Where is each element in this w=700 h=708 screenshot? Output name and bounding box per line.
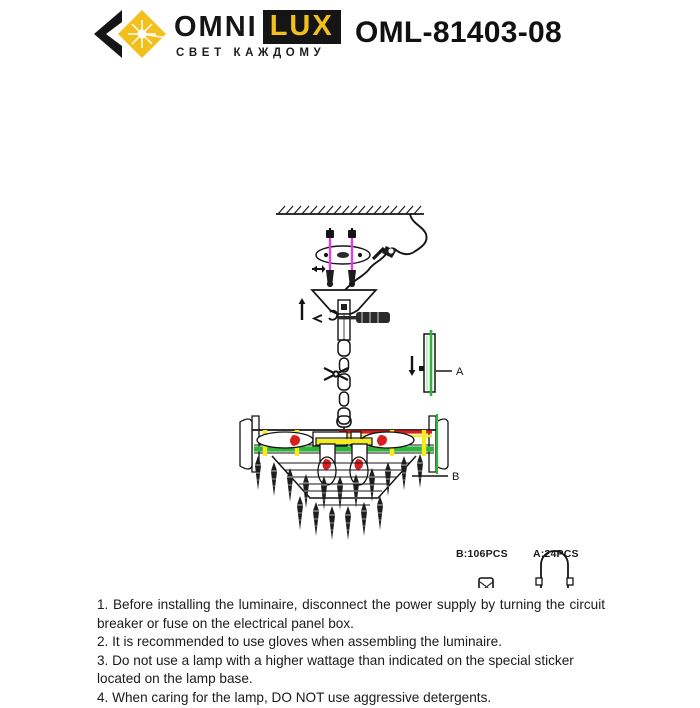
brand-name-lux: LUX <box>269 10 334 42</box>
chandelier-body <box>239 414 449 541</box>
brand-name-omni: OMNI <box>174 10 258 43</box>
wire-tool-marker <box>371 246 386 261</box>
brand-logo: OMNI LUX СВЕТ КАЖДОМУ <box>92 6 341 64</box>
legend-part-b-label: B:106PCS <box>456 548 508 560</box>
legend-part-a-label: A:24PCS <box>533 548 579 560</box>
callout-b-label: B <box>452 471 459 483</box>
page-header: OMNI LUX СВЕТ КАЖДОМУ OML-81403-08 <box>0 0 700 72</box>
lamp-socket-red <box>354 459 363 470</box>
lamp-socket-red <box>322 459 331 470</box>
ceiling-mounting-bracket <box>312 228 371 288</box>
instruction-item: 1. Before installing the luminaire, disc… <box>97 597 605 631</box>
brand-wordmark: OMNI LUX <box>174 10 341 44</box>
ceiling-surface <box>276 205 424 215</box>
omnilux-logo-icon <box>94 10 169 58</box>
legend-part-b-icon <box>478 577 494 588</box>
lamp-socket-red <box>290 435 300 446</box>
model-number: OML-81403-08 <box>355 16 563 49</box>
canopy-direction-arrow <box>298 298 306 320</box>
callout-a-crystal <box>408 330 436 396</box>
suspension-chain <box>337 339 351 425</box>
anchor-direction-arrow <box>312 265 326 273</box>
wire-clamp <box>382 246 396 258</box>
instruction-item: 2. It is recommended to use gloves when … <box>97 634 502 650</box>
pliers-tool <box>323 367 349 381</box>
brand-tagline: СВЕТ КАЖДОМУ <box>176 47 326 59</box>
callout-a-label: A <box>456 366 464 378</box>
legend-part-a-icon <box>535 550 574 588</box>
lamp-socket-red <box>377 435 387 446</box>
instruction-item: 4. When caring for the lamp, DO NOT use … <box>97 689 492 705</box>
safety-instructions: 1. Before installing the luminaire, disc… <box>97 596 605 708</box>
brand-name-lux-box: LUX <box>262 10 341 44</box>
screwdriver-tool <box>311 309 390 323</box>
installation-diagram: A <box>0 78 700 588</box>
instruction-item: 3. Do not use a lamp with a higher watta… <box>97 652 574 687</box>
